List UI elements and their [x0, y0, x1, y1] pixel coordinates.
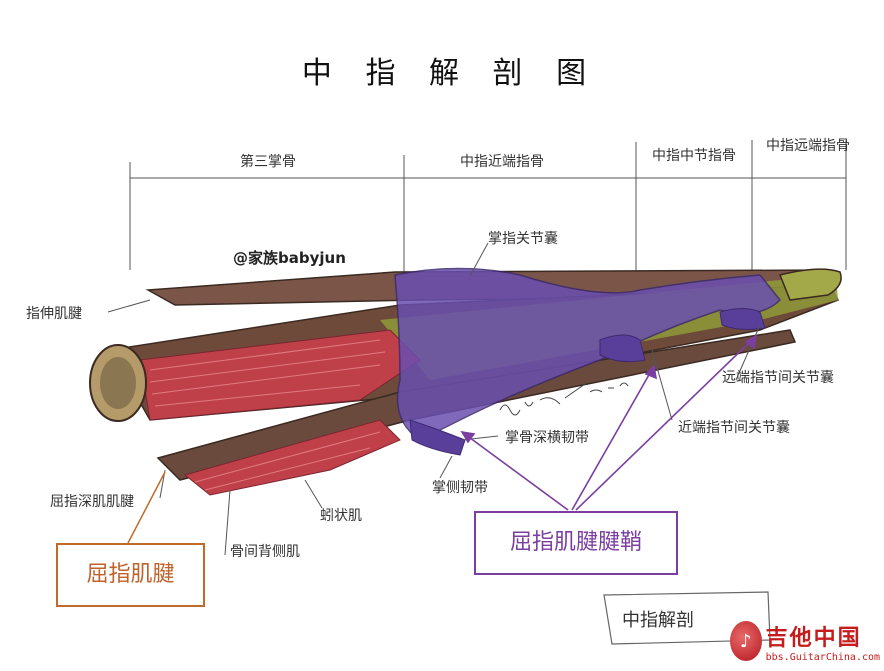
site-watermark: ♪ 吉他中国 bbs.GuitarChina.com [730, 614, 880, 668]
label-dip-capsule: 远端指节间关节囊 [722, 369, 834, 386]
label-pip-capsule: 近端指节间关节囊 [678, 419, 790, 436]
label-deep-transverse: 掌骨深横韧带 [505, 430, 589, 446]
label-lumbrical: 蚓状肌 [320, 508, 362, 524]
label-mcp-capsule: 掌指关节囊 [488, 230, 558, 247]
credit-text: @家族babyjun [233, 249, 346, 267]
label-extensor-tendon: 指伸肌腱 [26, 306, 82, 322]
guitar-logo-icon: ♪ [730, 621, 762, 661]
watermark-sub: bbs.GuitarChina.com [766, 652, 880, 663]
label-flexor-profundus: 屈指深肌肌腱 [50, 494, 134, 510]
label-interosseous: 骨间背侧肌 [230, 544, 300, 560]
flexor-sheath-callout: 屈指肌腱腱鞘 [474, 511, 678, 575]
section-label-proximal: 中指近端指骨 [460, 154, 544, 170]
label-collateral: 掌侧韧带 [432, 480, 488, 496]
watermark-main: 吉他中国 [766, 620, 880, 652]
flexor-tendon-callout: 屈指肌腱 [56, 543, 205, 607]
section-label-distal: 中指远端指骨 [766, 138, 850, 154]
section-label-metacarpal: 第三掌骨 [240, 153, 296, 170]
section-label-middle: 中指中节指骨 [652, 148, 736, 164]
stamp-text: 中指解剖 [622, 610, 694, 631]
